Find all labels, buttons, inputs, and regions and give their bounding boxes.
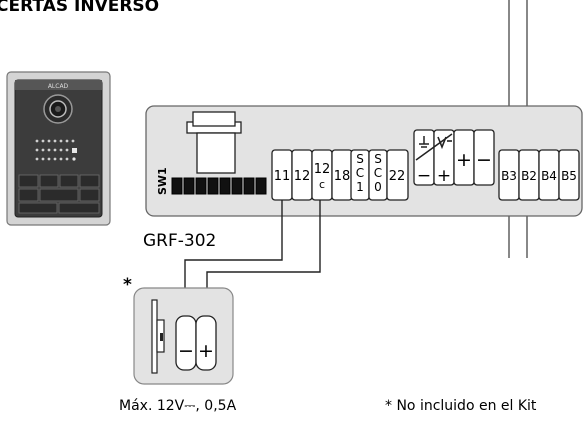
terminal-label: 0 — [374, 180, 382, 194]
terminal-label: 12 — [314, 162, 331, 177]
terminal-label: B5 — [561, 169, 577, 183]
terminal-minus — [473, 129, 495, 186]
ground-icon — [419, 136, 429, 148]
lock-plus-label: + — [198, 340, 214, 362]
header-text: CERTAS INVERSO — [0, 0, 159, 16]
power-plus-label: + — [437, 166, 451, 186]
terminal-block-main: 11 12 12 c 18 — [271, 149, 353, 201]
panel-brand: ALCAD — [48, 83, 69, 90]
terminal-block-sc: S C 1 S C 0 22 — [350, 149, 409, 201]
terminal-label: B2 — [521, 169, 537, 183]
terminal-22 — [386, 149, 409, 201]
lock-strike-icon — [151, 299, 165, 374]
voltage-minus-icon — [437, 136, 452, 150]
terminal-label: 11 — [274, 169, 291, 184]
speaker-grille — [35, 139, 77, 161]
terminal-block-b: B3 B2 B4 B5 — [498, 149, 580, 201]
terminal-label: C — [356, 166, 364, 180]
board-connector — [186, 111, 242, 174]
power-minus-label: − — [476, 149, 492, 171]
lock-spec: Máx. 12V⎓, 0,5A — [119, 398, 237, 414]
terminal-label: 1 — [356, 180, 364, 194]
power-minus-label: − — [417, 166, 431, 186]
footnote: * No incluido en el Kit — [385, 398, 537, 414]
lock-terminal-plus — [195, 315, 217, 371]
terminal-label: S — [374, 152, 382, 166]
terminal-label: S — [356, 152, 364, 166]
lock-minus-label: − — [178, 340, 194, 362]
power-terminal-block: − + + − — [413, 129, 495, 186]
lock-asterisk: * — [123, 275, 132, 295]
terminal-label: B3 — [501, 169, 517, 183]
terminal-label: 12 — [294, 169, 311, 184]
module-name: GRF-302 — [143, 231, 216, 251]
terminal-sublabel: c — [319, 178, 325, 191]
terminal-label: B4 — [541, 169, 557, 183]
terminal-b5 — [558, 149, 580, 201]
switch-label: SW1 — [156, 167, 169, 195]
electric-lock: * − + — [123, 275, 234, 385]
dip-switch — [171, 177, 267, 195]
terminal-label: 18 — [334, 169, 351, 184]
power-plus-label: + — [456, 149, 472, 171]
door-panel: ALCAD — [6, 71, 111, 226]
camera-icon — [43, 94, 73, 124]
terminal-label: C — [374, 166, 382, 180]
call-buttons — [18, 174, 100, 214]
terminal-label: 22 — [389, 169, 406, 184]
